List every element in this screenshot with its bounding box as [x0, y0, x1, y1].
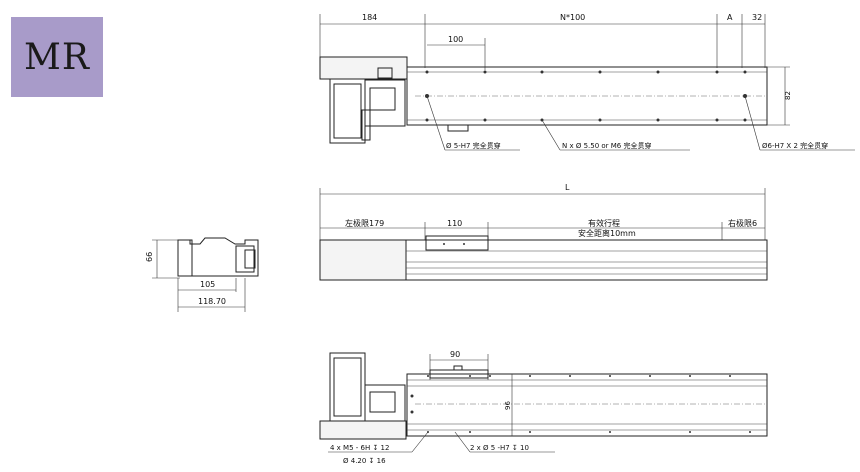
dim-n100: N*100 — [560, 13, 585, 22]
dim-left-limit: 左极限179 — [345, 218, 384, 228]
logo-badge: MR — [11, 17, 103, 97]
logo-text: MR — [24, 36, 90, 78]
dim-118-70: 118.70 — [198, 297, 226, 306]
dim-105: 105 — [200, 280, 215, 289]
note-m5-thread: 4 x M5 - 6H ↧ 12 — [330, 444, 389, 452]
end-view: 66 105 118.70 — [145, 237, 259, 312]
note-n-holes: N x Ø 5.50 or M6 完全贯穿 — [562, 141, 651, 150]
dim-82: 82 — [784, 91, 792, 100]
dim-184: 184 — [362, 13, 377, 22]
dim-90: 90 — [450, 350, 460, 359]
dim-a: A — [727, 13, 733, 22]
side-view: L 左极限179 110 有效行程 安全距离10mm 右极限6 — [319, 183, 768, 281]
dim-66: 66 — [145, 252, 154, 262]
dim-100: 100 — [448, 35, 463, 44]
bottom-view: 90 96 — [319, 350, 768, 465]
top-view: 184 N*100 A 32 100 — [319, 13, 855, 151]
dim-110: 110 — [447, 219, 462, 228]
safety-distance-label: 安全距离10mm — [578, 228, 636, 238]
effective-stroke-label: 有效行程 — [588, 218, 620, 228]
note-phi4-20: Ø 4.20 ↧ 16 — [343, 457, 386, 465]
note-phi5-h7-bottom: 2 x Ø 5 -H7 ↧ 10 — [470, 444, 529, 452]
dim-32: 32 — [752, 13, 762, 22]
dim-l: L — [565, 183, 570, 192]
dim-96: 96 — [504, 401, 512, 410]
note-phi6-h7: Ø6-H7 X 2 完全贯穿 — [762, 141, 828, 150]
right-limit-label: 右极限6 — [728, 218, 757, 228]
note-phi5-h7: Ø 5-H7 完全贯穿 — [446, 141, 501, 150]
